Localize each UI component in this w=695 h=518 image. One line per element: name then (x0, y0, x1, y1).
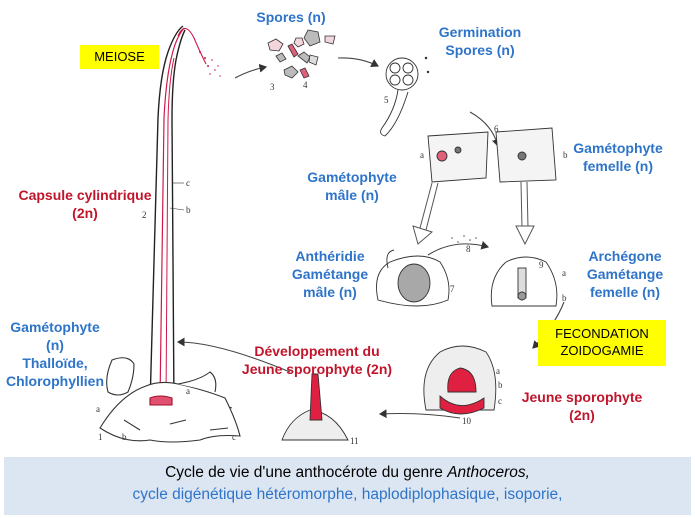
mark-5: 5 (384, 95, 389, 105)
mark-6: 6 (494, 124, 499, 134)
archegonium-drawing: 9 a b (490, 256, 567, 307)
label-antheridie-line1: Anthéridie (295, 248, 365, 264)
caption-line1-text: Cycle de vie d'une anthocérote du genre (165, 464, 448, 481)
label-jeune-sporo-line1: Jeune sporophyte (521, 389, 643, 405)
label-gameto-male-line2: mâle (n) (325, 187, 379, 203)
caption-line2: cycle digénétique hétéromorphe, haplodip… (132, 486, 563, 503)
mark-3: 3 (270, 82, 275, 92)
label-gameto-thal-line3: Thalloïde, (22, 355, 88, 371)
mark-9: 9 (539, 260, 544, 270)
label-antheridie-line2: Gamétange (291, 266, 369, 282)
spores-drawing: 3 4 (267, 29, 336, 92)
young-sporophyte-drawing: a b c 10 (423, 345, 503, 426)
mark-a-arch: a (562, 268, 566, 278)
label-gameto-thal-line1: Gamétophyte (10, 319, 100, 335)
label-jeune-sporophyte: Jeune sporophyte (2n) (516, 388, 648, 424)
label-archegone-line1: Archégone (588, 248, 662, 264)
mark-b-female: b (563, 150, 568, 160)
caption-genus: Anthoceros, (447, 464, 530, 481)
label-archegone-line2: Gamétange (586, 266, 664, 282)
mark-2: 2 (142, 210, 147, 220)
label-capsule-line1: Capsule cylindrique (18, 187, 152, 203)
caption-line1: Cycle de vie d'une anthocérote du genre … (4, 463, 691, 483)
label-antheridie-line3: mâle (n) (303, 284, 357, 300)
gametophyte-pieces: a b 6 (420, 124, 568, 183)
mark-b-embryo: b (498, 380, 503, 390)
label-archegone: Archégone Gamétange femelle (n) (575, 247, 675, 301)
label-developpement-line2: Jeune sporophyte (2n) (241, 361, 393, 377)
label-gameto-thal-line4: Chlorophyllien (6, 373, 104, 389)
antheridium-drawing: 7 8 (376, 235, 477, 307)
developing-sporophyte-drawing: 11 (281, 373, 359, 446)
mark-c-embryo: c (498, 396, 502, 406)
hollow-arrows (412, 181, 535, 246)
caption-box: Cycle de vie d'une anthocérote du genre … (4, 457, 691, 515)
label-fecondation-line1: FECONDATION (555, 326, 649, 341)
mark-11: 11 (350, 436, 359, 446)
mark-b-capsule: b (186, 205, 191, 215)
germinating-spore: 5 (380, 56, 430, 137)
label-fecondation: FECONDATION ZOIDOGAMIE (538, 320, 666, 366)
label-gametophyte-thalloide: Gamétophyte (n) Thalloïde, Chlorophyllie… (2, 318, 108, 390)
mark-b-thallus: b (122, 432, 127, 442)
label-gameto-femelle-line1: Gamétophyte (573, 140, 663, 156)
mark-a-left: a (96, 404, 100, 414)
label-jeune-sporo-line2: (2n) (569, 407, 595, 423)
mark-a-male: a (420, 150, 424, 160)
label-germination-line1: Germination (438, 24, 522, 40)
label-developpement-line1: Développement du (254, 343, 380, 359)
label-developpement: Développement du Jeune sporophyte (2n) (232, 342, 402, 378)
label-archegone-line3: femelle (n) (589, 284, 660, 300)
label-capsule-line2: (2n) (72, 205, 98, 221)
mark-1: 1 (98, 432, 103, 442)
mark-7: 7 (450, 284, 455, 294)
label-germination: Germination Spores (n) (426, 23, 534, 59)
label-gametophyte-male: Gamétophyte mâle (n) (298, 168, 406, 204)
mark-8: 8 (466, 244, 471, 254)
label-gameto-thal-line2: (n) (46, 337, 64, 353)
label-capsule: Capsule cylindrique (2n) (10, 186, 160, 222)
label-fecondation-line2: ZOIDOGAMIE (560, 343, 644, 358)
mark-a-thallus: a (186, 386, 190, 396)
mark-c-capsule: c (186, 178, 190, 188)
label-gametophyte-femelle: Gamétophyte femelle (n) (565, 139, 671, 175)
label-germination-line2: Spores (n) (445, 42, 515, 58)
mark-a-embryo: a (496, 366, 500, 376)
mark-b-arch: b (562, 293, 567, 303)
label-gameto-male-line1: Gamétophyte (307, 169, 397, 185)
label-antheridie: Anthéridie Gamétange mâle (n) (284, 247, 376, 301)
label-spores: Spores (n) (256, 9, 326, 25)
label-meiose: MEIOSE (80, 45, 159, 69)
sporophyte-capsule: c b 2 (142, 25, 221, 406)
label-gameto-femelle-line2: femelle (n) (582, 158, 653, 174)
mark-4: 4 (303, 80, 308, 90)
mark-c-thallus: c (232, 432, 236, 442)
thallus-gametophyte: a a b c 1 (96, 357, 241, 443)
mark-10: 10 (462, 416, 472, 426)
